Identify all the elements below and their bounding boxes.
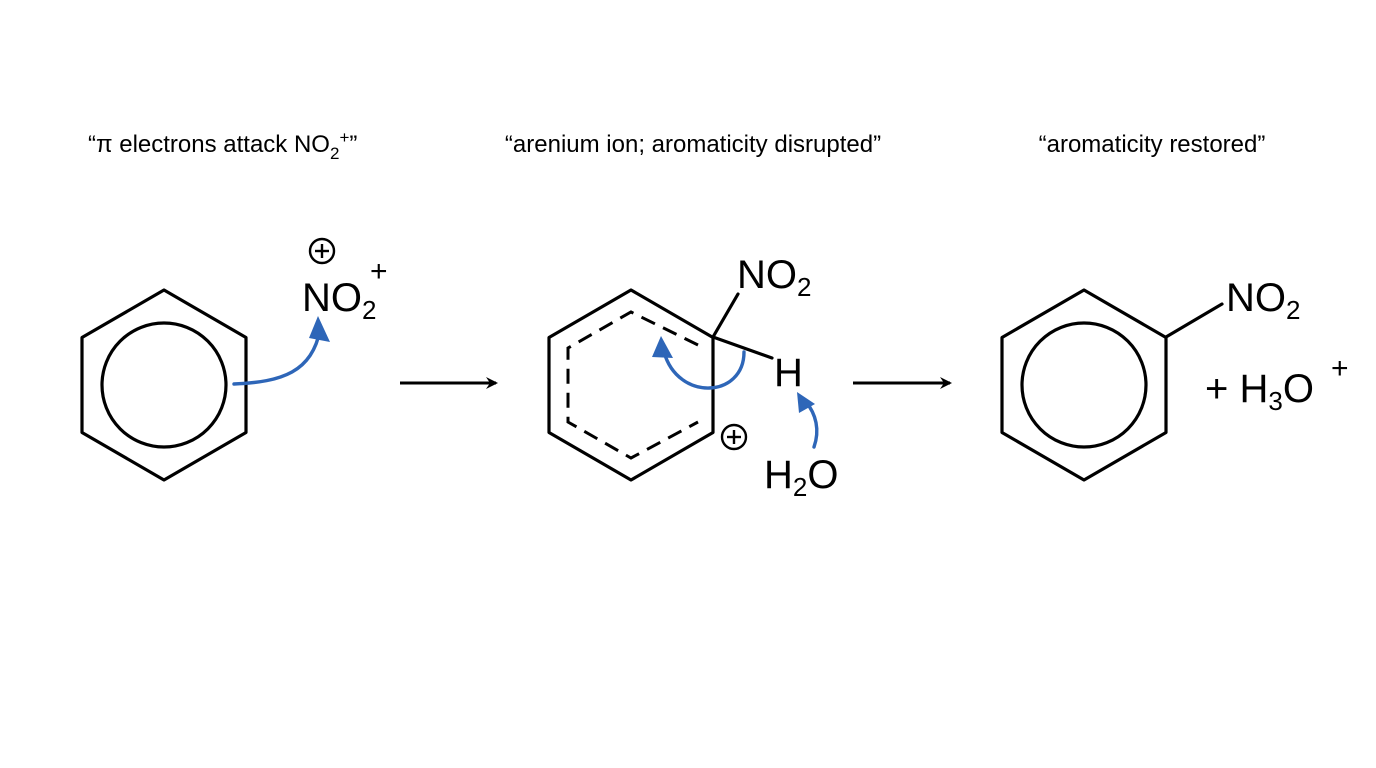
caption-step1-superscript: + — [339, 128, 349, 147]
nitro-group-step2-main: NO — [737, 253, 797, 297]
curly-arrow-attack — [232, 316, 330, 386]
nitrobenzene-ring — [1000, 288, 1168, 482]
caption-step3: “aromaticity restored” — [1039, 131, 1266, 158]
caption-step1: “π electrons attack NO2+” — [88, 128, 357, 163]
water-h: H — [764, 453, 793, 497]
nitro-group-step2-subscript: 2 — [797, 272, 811, 302]
curly-arrow-ch-bond-to-ring — [652, 336, 746, 390]
hydronium-plus-h: + H — [1205, 367, 1268, 411]
ipso-hydrogen: H — [774, 351, 803, 395]
water-subscript: 2 — [793, 472, 807, 502]
curly-arrow-water-to-h — [797, 392, 819, 449]
water-o: O — [807, 453, 838, 497]
nitro-group-step3-subscript: 2 — [1286, 295, 1300, 325]
water-molecule: H2O — [764, 453, 838, 502]
nitronium-charge — [308, 237, 336, 265]
nitronium-ion-subscript: 2 — [362, 295, 376, 325]
hydronium-o: O — [1283, 367, 1314, 411]
nitro-group-step3: NO2 — [1226, 276, 1300, 325]
benzene-ring-step1 — [80, 288, 248, 482]
nitro-group-step2: NO2 — [737, 253, 811, 302]
bond-c-no2-step3 — [1164, 302, 1224, 339]
arenium-charge — [720, 423, 748, 451]
bond-c-h-step2 — [711, 335, 774, 360]
caption-step1-subscript: 2 — [330, 144, 339, 163]
nitro-group-step3-main: NO — [1226, 276, 1286, 320]
nitronium-ion-superscript: + — [370, 255, 388, 288]
nitronium-ion: NO2 — [302, 276, 376, 325]
nitronium-ion-main: NO — [302, 276, 362, 320]
hydronium-byproduct: + H3O — [1205, 367, 1314, 416]
caption-step1-text: “π electrons attack NO — [88, 131, 330, 158]
caption-step2: “arenium ion; aromaticity disrupted” — [505, 131, 881, 158]
caption-step1-close: ” — [349, 131, 357, 158]
hydronium-subscript: 3 — [1268, 386, 1282, 416]
bond-c-no2-step2 — [711, 292, 740, 339]
hydronium-superscript: + — [1331, 352, 1349, 385]
